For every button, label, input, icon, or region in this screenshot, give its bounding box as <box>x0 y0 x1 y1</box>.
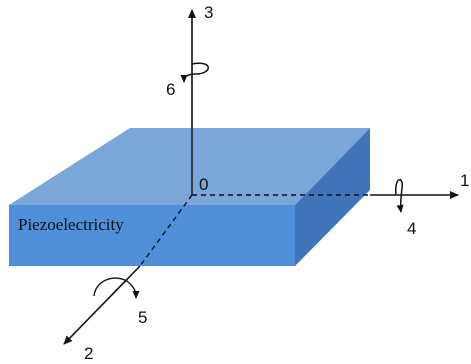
rotation-4-label: 4 <box>407 219 416 238</box>
origin-label: 0 <box>199 175 208 194</box>
axis-2-hidden <box>139 194 193 267</box>
block-top-face <box>9 128 370 205</box>
rotation-5-label: 5 <box>138 308 147 327</box>
axis-1-label: 1 <box>460 171 469 190</box>
axis-2-label: 2 <box>84 344 93 363</box>
rotation-5-arrow <box>93 277 140 299</box>
block-front-face <box>9 205 295 266</box>
axis-2-line <box>63 265 141 345</box>
block-side-face <box>295 128 370 266</box>
rotation-6-arrow <box>180 62 209 83</box>
material-label: Piezoelectricity <box>18 215 124 234</box>
axis-3-label: 3 <box>204 3 213 22</box>
rotation-6-label: 6 <box>166 80 175 99</box>
piezo-block <box>9 128 370 266</box>
rotation-4-arrow <box>395 179 404 213</box>
